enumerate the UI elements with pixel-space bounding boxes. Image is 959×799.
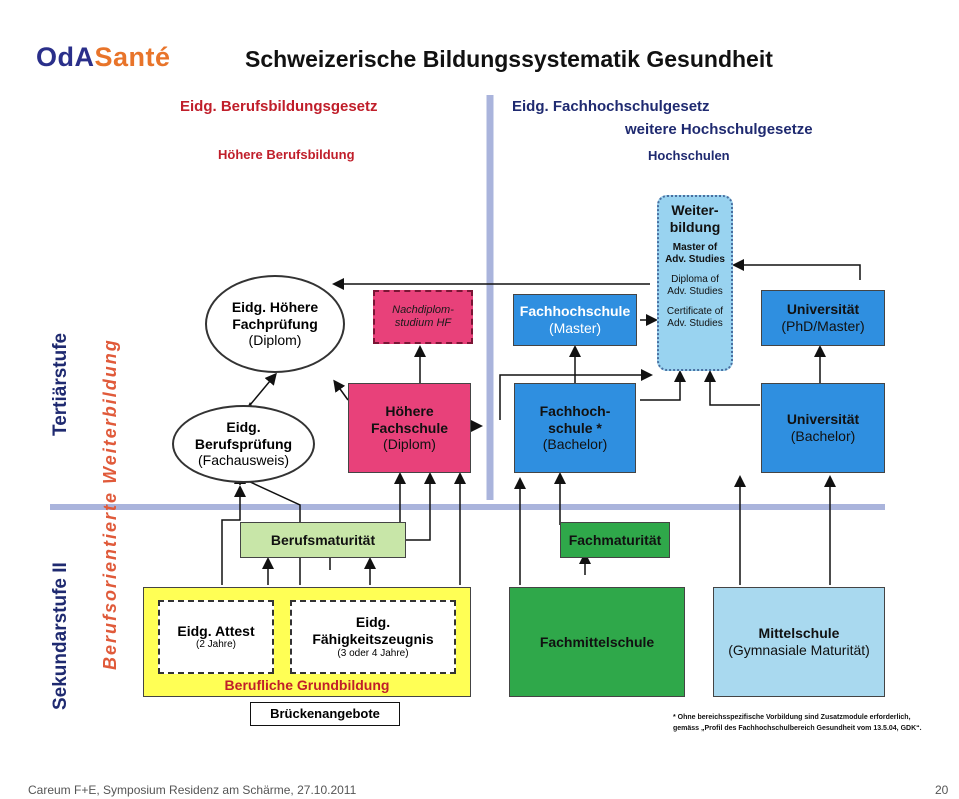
eidg-faehigkeitszeugnis: Eidg. Fähigkeitszeugnis (3 oder 4 Jahre): [290, 600, 456, 674]
attest-line1: Eidg. Attest: [177, 622, 255, 639]
berufsmaturitaet: Berufsmaturität: [240, 522, 406, 558]
berufspruefung-line3: (Fachausweis): [197, 452, 290, 469]
attest-line2: (2 Jahre): [195, 639, 236, 651]
hoehere-fachpruefung-line2: Fachprüfung: [232, 315, 318, 332]
weiterbildung-head1: Weiter-: [671, 202, 719, 218]
weiterbildung-side-label: Berufsorientierte Weiterbildung: [100, 338, 120, 670]
brueckenangebote: Brückenangebote: [250, 702, 400, 726]
left-subheading: Höhere Berufsbildung: [218, 147, 355, 162]
efz-line2: Fähigkeitszeugnis: [312, 631, 434, 647]
uni-master-line1: Universität: [786, 301, 860, 318]
hf-line3: (Diplom): [383, 436, 436, 453]
hoehere-fachpruefung-line3: (Diplom): [248, 332, 302, 349]
berufspruefung: Eidg. Berufsprüfung (Fachausweis): [172, 405, 315, 483]
footnote-line2: gemäss „Profil des Fachhochschulbereich …: [673, 724, 922, 732]
left-law-heading: Eidg. Berufsbildungsgesetz: [180, 98, 378, 115]
logo-part-sante: Santé: [94, 42, 171, 72]
fh-master-line2: (Master): [548, 320, 602, 336]
fachmittelschule-label: Fachmittelschule: [539, 633, 655, 650]
eidg-attest: Eidg. Attest (2 Jahre): [158, 600, 274, 674]
uni-master-line2: (PhD/Master): [781, 318, 865, 334]
page-number: 20: [935, 783, 949, 797]
hf-line1: Höhere: [385, 402, 434, 419]
cas-line1: Certificate of: [666, 305, 724, 317]
efz-line1: Eidg.: [355, 614, 391, 631]
hoehere-fachpruefung: Eidg. Höhere Fachprüfung (Diplom): [205, 275, 345, 373]
nachdiplomstudium-hf: Nachdiplom- studium HF: [373, 290, 473, 344]
footer-text: Careum F+E, Symposium Residenz am Schärm…: [28, 783, 357, 797]
hf-line2: Fachschule: [370, 419, 449, 436]
footnote-line1: * Ohne bereichsspezifische Vorbildung si…: [673, 714, 911, 721]
uni-bachelor-line1: Universität: [786, 411, 860, 428]
logo-part-oda: OdA: [36, 42, 95, 72]
grundbildung-label: Berufliche Grundbildung: [224, 677, 390, 694]
berufspruefung-line2: Berufsprüfung: [194, 435, 293, 452]
odasante-logo: OdASanté: [36, 42, 171, 73]
universitaet-master: Universität (PhD/Master): [761, 290, 885, 346]
cas-line2: Adv. Studies: [667, 317, 723, 329]
das-line2: Adv. Studies: [667, 285, 723, 297]
mittelschule-line1: Mittelschule: [758, 625, 840, 642]
fachhochschule-bachelor: Fachhoch- schule * (Bachelor): [514, 383, 636, 473]
fachmittelschule: Fachmittelschule: [509, 587, 685, 697]
uni-bachelor-line2: (Bachelor): [790, 428, 856, 444]
page-title: Schweizerische Bildungssystematik Gesund…: [245, 46, 773, 72]
fachhochschule-master: Fachhochschule (Master): [513, 294, 637, 346]
fh-bachelor-line3: (Bachelor): [542, 436, 608, 453]
right-law-heading-1: Eidg. Fachhochschulgesetz: [512, 98, 710, 115]
mittelschule: Mittelschule (Gymnasiale Maturität): [713, 587, 885, 697]
mas-line1: Master of: [672, 241, 718, 253]
footnote: * Ohne bereichsspezifische Vorbildung si…: [673, 713, 922, 734]
fh-master-line1: Fachhochschule: [519, 303, 631, 320]
hoehere-fachschule: Höhere Fachschule (Diplom): [348, 383, 471, 473]
hoehere-fachpruefung-line1: Eidg. Höhere: [231, 298, 319, 315]
mittelschule-line2: (Gymnasiale Maturität): [728, 642, 870, 658]
efz-line3: (3 oder 4 Jahre): [337, 647, 409, 659]
right-law-heading-2: weitere Hochschulgesetze: [625, 121, 813, 138]
right-subheading: Hochschulen: [648, 148, 730, 163]
fh-bachelor-line1: Fachhoch-: [539, 402, 611, 419]
sekundar-label: Sekundarstufe II: [50, 562, 71, 710]
fachmaturitaet: Fachmaturität: [560, 522, 670, 558]
weiterbildung-head2: bildung: [669, 218, 721, 235]
mas-line2: Adv. Studies: [665, 253, 725, 265]
nachdiplom-line2: studium HF: [394, 317, 452, 329]
nachdiplom-line1: Nachdiplom-: [392, 303, 454, 316]
universitaet-bachelor: Universität (Bachelor): [761, 383, 885, 473]
tertiaer-label: Tertiärstufe: [50, 332, 71, 436]
fh-bachelor-line2: schule *: [548, 419, 602, 436]
berufsmaturitaet-label: Berufsmaturität: [270, 531, 376, 548]
brueckenangebote-label: Brückenangebote: [270, 706, 380, 722]
fachmaturitaet-label: Fachmaturität: [568, 531, 662, 548]
berufspruefung-line1: Eidg.: [226, 418, 261, 435]
das-line1: Diploma of: [671, 273, 719, 285]
weiterbildung-column: Weiter- bildung Master of Adv. Studies D…: [657, 195, 733, 371]
